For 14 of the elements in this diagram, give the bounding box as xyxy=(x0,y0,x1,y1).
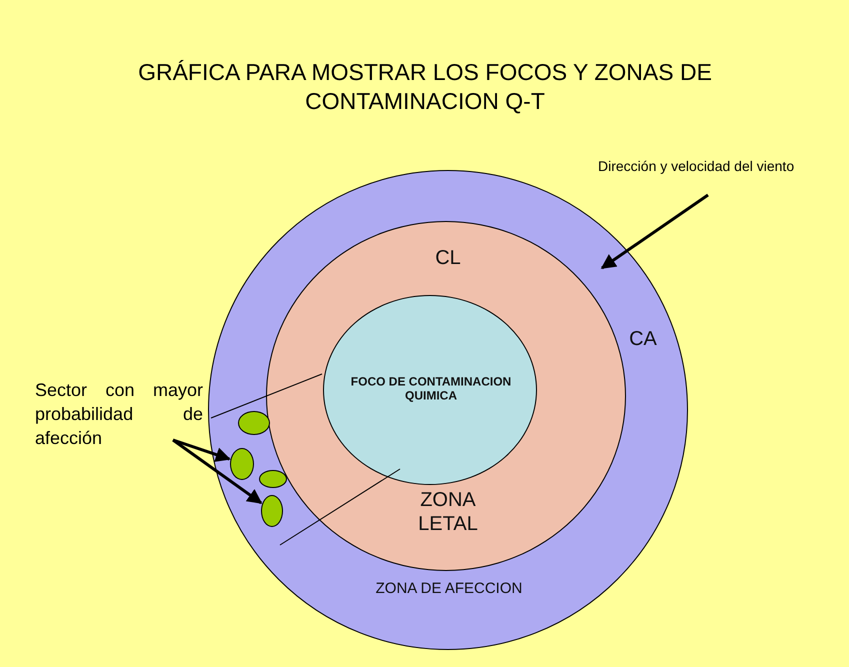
title: GRÁFICA PARA MOSTRAR LOS FOCOS Y ZONAS DE CONTAMINACION Q-T xyxy=(137,58,713,116)
arrow xyxy=(172,438,231,462)
arrow xyxy=(172,438,262,504)
sector-ellipse xyxy=(261,495,283,527)
zone-label: ZONA DE AFECCION xyxy=(374,580,524,598)
sector-ellipse xyxy=(259,470,287,488)
wind-label: Dirección y velocidad del viento xyxy=(598,158,794,174)
zone-label: ZONA LETAL xyxy=(417,488,479,536)
sector-ellipse xyxy=(238,411,270,435)
zone-label: CL xyxy=(434,246,462,270)
zone-label: FOCO DE CONTAMINACION QUIMICA xyxy=(350,374,512,404)
sector-ellipse xyxy=(230,448,254,480)
callout-text: Sector con mayor probabilidad de afección xyxy=(35,378,203,460)
zone-label: CA xyxy=(628,327,658,351)
